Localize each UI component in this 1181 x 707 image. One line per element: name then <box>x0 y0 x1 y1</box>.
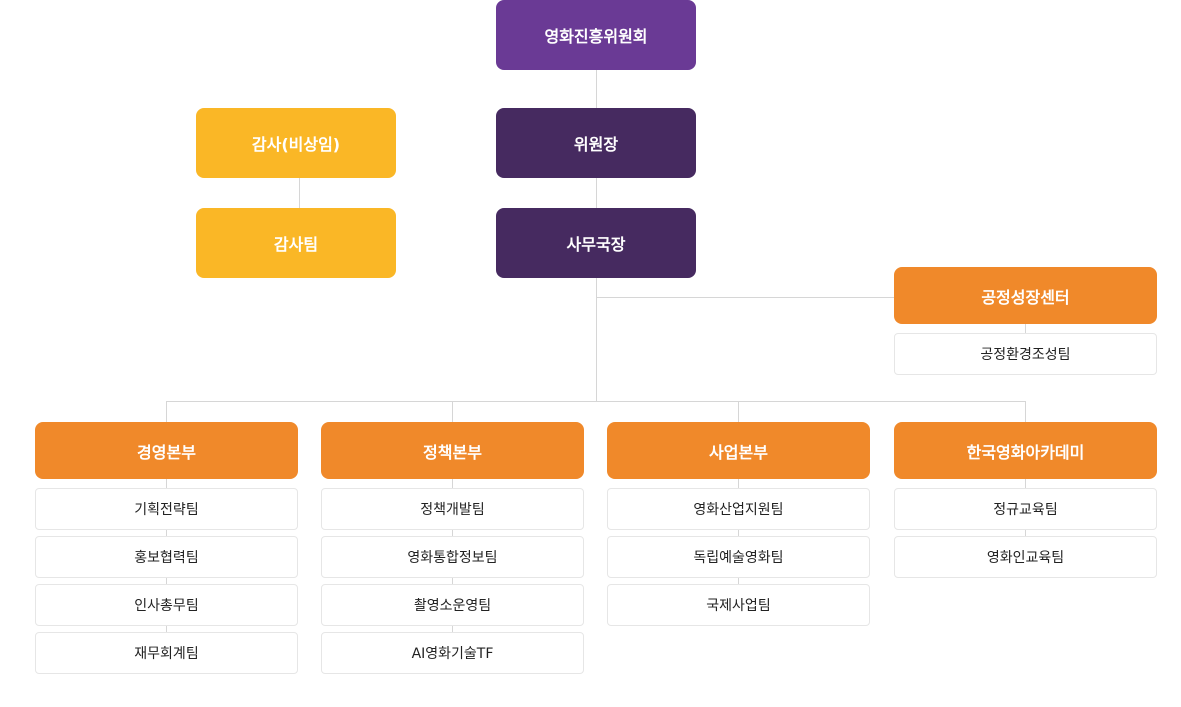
division-label: 정책본부 <box>423 442 482 462</box>
division-label: 사업본부 <box>709 442 768 462</box>
team-box[interactable]: 영화인교육팀 <box>894 536 1157 578</box>
council-label: 영화진흥위원회 <box>544 27 648 46</box>
team-box[interactable]: 기획전략팀 <box>35 488 298 530</box>
team-box[interactable]: 인사총무팀 <box>35 584 298 626</box>
connector-line <box>596 297 894 298</box>
connector-line <box>299 178 300 208</box>
team-box[interactable]: AI영화기술TF <box>321 632 584 674</box>
audit-team-label: 감사팀 <box>273 235 319 254</box>
division-label: 경영본부 <box>137 442 196 462</box>
connector-line <box>166 401 1026 402</box>
chairman-label: 위원장 <box>573 135 619 154</box>
team-box[interactable]: 촬영소운영팀 <box>321 584 584 626</box>
division-label: 한국영화아카데미 <box>966 442 1085 462</box>
team-label: 재무회계팀 <box>134 646 199 662</box>
team-label: 촬영소운영팀 <box>413 598 492 614</box>
team-label: 홍보협력팀 <box>134 550 199 566</box>
division-business-box[interactable]: 사업본부 <box>607 422 870 479</box>
team-label: 인사총무팀 <box>134 598 199 614</box>
team-label: 정책개발팀 <box>420 502 485 518</box>
audit-team-box[interactable]: 감사팀 <box>196 208 396 278</box>
secretary-general-box[interactable]: 사무국장 <box>496 208 696 278</box>
team-label: 영화산업지원팀 <box>693 502 784 518</box>
connector-line <box>1025 401 1026 566</box>
division-management-box[interactable]: 경영본부 <box>35 422 298 479</box>
team-box[interactable]: 홍보협력팀 <box>35 536 298 578</box>
team-box[interactable]: 재무회계팀 <box>35 632 298 674</box>
fair-growth-center-label: 공정성장센터 <box>981 287 1070 307</box>
team-label: 정규교육팀 <box>993 502 1058 518</box>
secretary-general-label: 사무국장 <box>566 235 626 254</box>
team-box[interactable]: 공정환경조성팀 <box>894 333 1157 375</box>
team-box[interactable]: 국제사업팀 <box>607 584 870 626</box>
team-label: 기획전략팀 <box>134 502 199 518</box>
auditor-box[interactable]: 감사(비상임) <box>196 108 396 178</box>
division-policy-box[interactable]: 정책본부 <box>321 422 584 479</box>
team-box[interactable]: 정규교육팀 <box>894 488 1157 530</box>
connector-line <box>166 401 167 661</box>
division-academy-box[interactable]: 한국영화아카데미 <box>894 422 1157 479</box>
team-box[interactable]: 정책개발팀 <box>321 488 584 530</box>
council-box[interactable]: 영화진흥위원회 <box>496 0 696 70</box>
team-box[interactable]: 영화통합정보팀 <box>321 536 584 578</box>
team-label: 영화인교육팀 <box>986 550 1065 566</box>
team-label: 독립예술영화팀 <box>693 550 784 566</box>
fair-growth-center-box[interactable]: 공정성장센터 <box>894 267 1157 324</box>
team-label: 공정환경조성팀 <box>980 347 1071 363</box>
team-box[interactable]: 독립예술영화팀 <box>607 536 870 578</box>
team-box[interactable]: 영화산업지원팀 <box>607 488 870 530</box>
chairman-box[interactable]: 위원장 <box>496 108 696 178</box>
team-label: 국제사업팀 <box>706 598 771 614</box>
connector-line <box>452 401 453 661</box>
auditor-label: 감사(비상임) <box>251 135 341 154</box>
team-label: AI영화기술TF <box>411 646 494 662</box>
team-label: 영화통합정보팀 <box>407 550 498 566</box>
